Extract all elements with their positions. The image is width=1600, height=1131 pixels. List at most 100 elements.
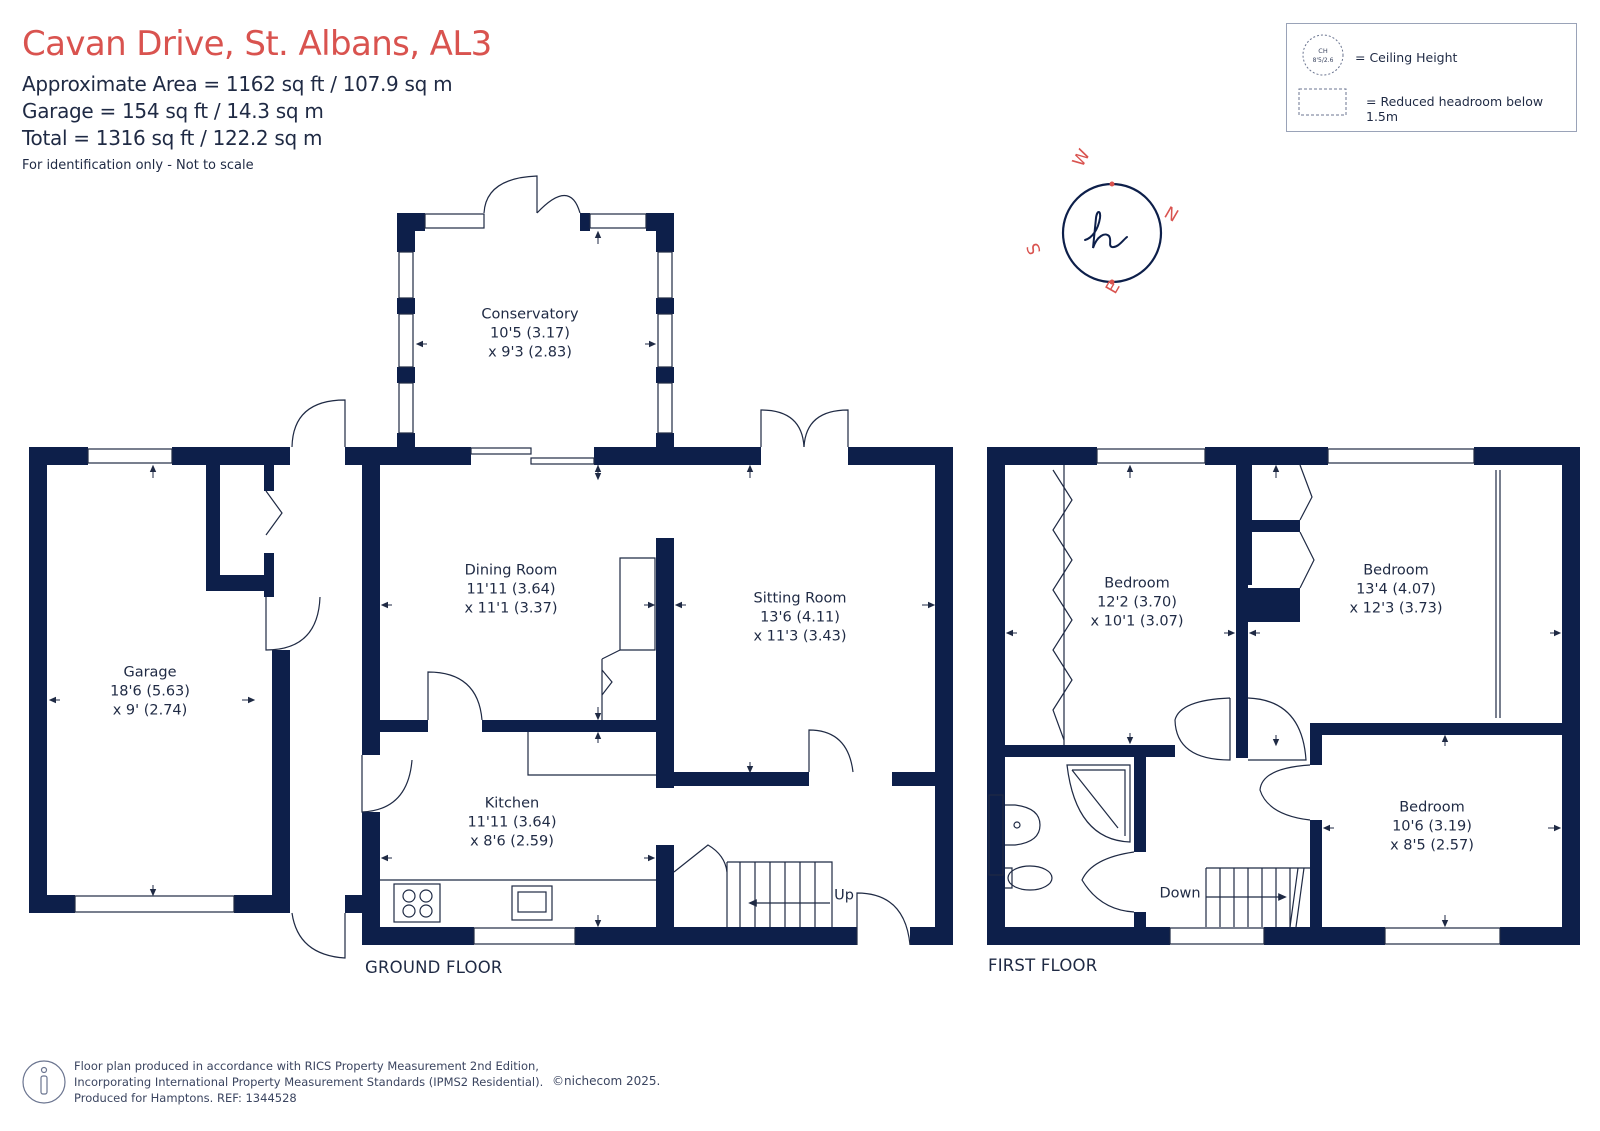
property-title: Cavan Drive, St. Albans, AL3 bbox=[22, 24, 492, 64]
hob-ring bbox=[419, 904, 433, 918]
room-name: Bedroom bbox=[1104, 575, 1170, 592]
wall bbox=[206, 575, 266, 591]
wall bbox=[1248, 588, 1300, 622]
room-dimension: 18'6 (5.63) bbox=[110, 683, 190, 700]
wall bbox=[1248, 520, 1300, 532]
first-floor-label: FIRST FLOOR bbox=[988, 956, 1098, 975]
room-dimension: x 8'6 (2.59) bbox=[470, 833, 554, 850]
wall bbox=[345, 447, 471, 465]
wall bbox=[1205, 447, 1328, 465]
first-floor-dimension-arrows bbox=[1005, 464, 1562, 928]
wall bbox=[29, 895, 75, 913]
total-area: Total = 1316 sq ft / 122.2 sq m bbox=[22, 126, 323, 150]
room-name: Kitchen bbox=[484, 795, 540, 812]
garage-internal-door bbox=[265, 596, 321, 651]
wall bbox=[656, 298, 674, 314]
ground-floor-plan bbox=[29, 213, 953, 945]
wardrobe-doors bbox=[1052, 469, 1073, 741]
wall bbox=[397, 213, 425, 231]
footer-line: Produced for Hamptons. REF: 1344528 bbox=[74, 1091, 297, 1105]
legend-symbols: CH 8'5/2.6 bbox=[1298, 34, 1347, 116]
sink bbox=[511, 885, 553, 921]
french-door bbox=[803, 409, 849, 448]
wall bbox=[397, 367, 415, 383]
cupboard-door bbox=[265, 490, 283, 536]
window bbox=[1169, 927, 1265, 945]
room-label-bedroom-3: Bedroom 10'6 (3.19) x 8'5 (2.57) bbox=[1390, 799, 1474, 856]
bathroom-door bbox=[1081, 851, 1135, 913]
cupboard-door bbox=[1299, 531, 1315, 589]
window bbox=[398, 382, 414, 434]
shower-tray bbox=[1072, 769, 1126, 836]
compass-west: W bbox=[1069, 146, 1095, 171]
wall bbox=[264, 553, 274, 597]
wall bbox=[892, 772, 935, 786]
ceiling-height-symbol bbox=[1302, 34, 1344, 76]
window bbox=[1327, 448, 1475, 464]
wall bbox=[987, 447, 1005, 945]
cupboard bbox=[601, 649, 621, 720]
room-label-kitchen: Kitchen 11'11 (3.64) x 8'6 (2.59) bbox=[467, 795, 556, 852]
wall bbox=[1248, 465, 1252, 585]
room-dimension: x 10'1 (3.07) bbox=[1090, 613, 1184, 630]
window bbox=[657, 251, 673, 299]
chimney-breast bbox=[619, 557, 656, 651]
wall bbox=[1005, 745, 1175, 757]
front-door bbox=[856, 892, 911, 946]
ceiling-symbol-bottom: 8'5/2.6 bbox=[1313, 57, 1334, 64]
sitting-room-door bbox=[808, 729, 854, 773]
wall bbox=[1236, 698, 1248, 758]
wall bbox=[674, 772, 809, 786]
window bbox=[87, 448, 173, 464]
sliding-door bbox=[530, 457, 595, 465]
basin-tap bbox=[1013, 821, 1021, 829]
room-name: Conservatory bbox=[481, 306, 579, 323]
room-dimension: x 8'5 (2.57) bbox=[1390, 837, 1474, 854]
shower-line bbox=[1071, 769, 1119, 829]
french-door bbox=[760, 409, 805, 448]
french-door bbox=[536, 195, 581, 214]
wall bbox=[362, 465, 380, 755]
footer-notes: Floor plan produced in accordance with R… bbox=[74, 1058, 543, 1106]
kitchen-unit bbox=[527, 732, 656, 776]
reduced-headroom-label: = Reduced headroom below 1.5m bbox=[1366, 94, 1544, 124]
wall bbox=[594, 447, 761, 465]
compass-south: S bbox=[1023, 240, 1045, 257]
wall bbox=[1474, 447, 1580, 465]
window bbox=[398, 313, 414, 368]
room-dimension: 11'11 (3.64) bbox=[467, 814, 557, 831]
wall bbox=[1264, 927, 1385, 945]
bedroom-door bbox=[1247, 697, 1307, 761]
window bbox=[657, 313, 673, 368]
info-icon bbox=[22, 1060, 66, 1104]
wall bbox=[575, 927, 857, 945]
legend-box: CH 8'5/2.6 = Ceiling Height = Reduced he… bbox=[1286, 23, 1577, 132]
hob-ring bbox=[402, 904, 416, 918]
garage-area: Garage = 154 sq ft / 14.3 sq m bbox=[22, 99, 324, 123]
reduced-headroom-symbol bbox=[1298, 88, 1347, 116]
room-label-bedroom-1: Bedroom 12'2 (3.70) x 10'1 (3.07) bbox=[1090, 575, 1183, 632]
wall bbox=[656, 845, 674, 945]
approximate-area: Approximate Area = 1162 sq ft / 107.9 sq… bbox=[22, 72, 453, 96]
room-dimension: x 11'3 (3.43) bbox=[753, 628, 847, 645]
stair-treads bbox=[739, 862, 816, 927]
side-door bbox=[291, 399, 346, 448]
compass-north: N bbox=[1161, 203, 1182, 227]
room-name: Bedroom bbox=[1399, 799, 1465, 816]
room-label-garage: Garage 18'6 (5.63) x 9' (2.74) bbox=[110, 664, 190, 721]
window bbox=[398, 251, 414, 299]
stairs-up-label: Up bbox=[834, 887, 854, 904]
hob bbox=[393, 883, 441, 923]
footer-line: Incorporating International Property Mea… bbox=[74, 1075, 544, 1089]
sink-basin bbox=[517, 891, 547, 913]
staircase bbox=[727, 861, 833, 927]
shower-enclosure bbox=[1066, 764, 1131, 843]
wall bbox=[362, 812, 380, 945]
hob-ring bbox=[402, 889, 416, 903]
cupboard-door bbox=[601, 669, 613, 696]
window bbox=[988, 794, 1004, 876]
wall bbox=[397, 298, 415, 314]
window bbox=[1096, 448, 1206, 464]
